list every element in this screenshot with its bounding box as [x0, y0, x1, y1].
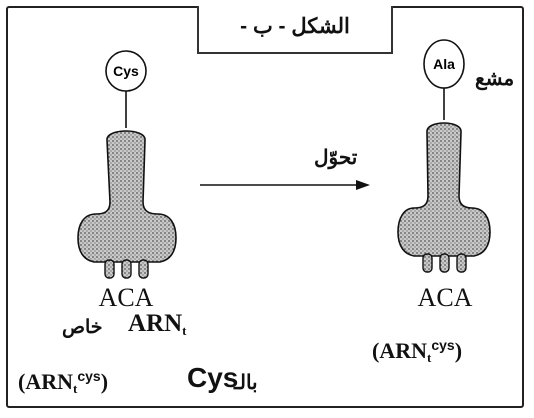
right-trna-body: [398, 123, 490, 256]
right-anticodon-legs: [423, 254, 466, 272]
right-trna-parenthetical: (ARNtcys): [372, 337, 462, 366]
left-amino-acid-label: Cys: [113, 63, 139, 79]
left-trna-parenthetical: (ARNtcys): [18, 368, 108, 397]
radioactive-label: مشع: [475, 66, 514, 91]
left-trna-molecule: Cys: [78, 51, 176, 278]
left-anticodon-legs: [105, 260, 148, 278]
specific-label: خاص: [62, 316, 103, 339]
left-trna-name: ARNt: [128, 310, 187, 339]
left-trna-body: [78, 131, 176, 262]
left-anticodon: ACA: [76, 283, 176, 313]
transformation-arrow: [200, 180, 370, 190]
right-anticodon: ACA: [395, 283, 495, 313]
bound-prefix: بالـ: [234, 370, 258, 395]
bound-amino-acid: Cys: [187, 362, 238, 394]
right-amino-acid-label: Ala: [433, 56, 455, 72]
transform-label: تحوّل: [314, 145, 357, 170]
